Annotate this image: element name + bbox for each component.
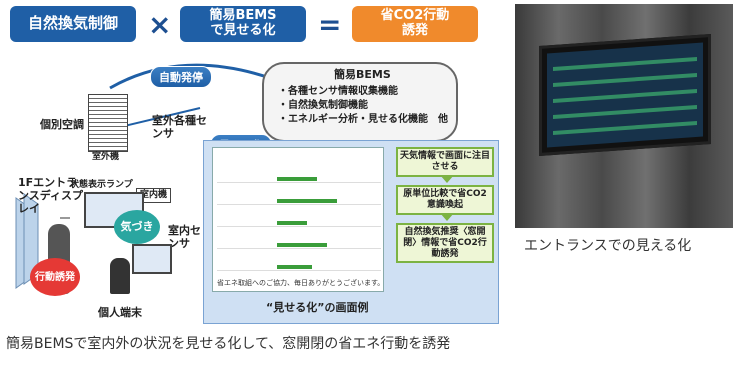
bems-item-1: ・各種センサ情報収集機能 [278, 86, 398, 97]
screen-example-caption: “見せる化”の画面例 [266, 301, 369, 314]
screen-row [217, 210, 381, 227]
screen-row [217, 254, 381, 271]
screen-footer: 省エネ取組へのご協力、毎日ありがとうございます。 [217, 279, 385, 287]
formula-simple-bems-line1: 簡易BEMS [209, 8, 277, 24]
formula-co2-action: 省CO2行動 誘発 [352, 6, 478, 42]
bems-item-3: ・エネルギー分析・見せる化機能 他 [278, 114, 448, 125]
screen-row [217, 232, 381, 249]
formula-simple-bems: 簡易BEMS で見せる化 [180, 6, 306, 42]
arrow-down-icon [440, 175, 454, 183]
weather-info-box: 天気情報で画面に注目させる [396, 147, 494, 177]
worker-icon [110, 258, 130, 294]
formula-co2-action-line1: 省CO2行動 [380, 8, 450, 24]
auto-start-stop-label: 自動発停 [150, 66, 212, 88]
formula-co2-action-line2: 誘発 [401, 23, 428, 38]
indoor-sensor-label: 室内センサ [168, 224, 201, 251]
personal-terminal-icon [132, 244, 172, 274]
display-screen [547, 42, 703, 148]
photo-caption: エントランスでの見える化 [524, 238, 692, 254]
bems-item-2: ・自然換気制御機能 [278, 100, 368, 111]
arrow-down-icon [440, 213, 454, 221]
status-lamp-label: 状態表示ランプ [70, 180, 133, 190]
entrance-display-label: 1Fエントランスディスプレイ [18, 176, 84, 216]
equals-operator: = [318, 8, 342, 41]
screen-example: 省エネ取組へのご協力、毎日ありがとうございます。 [212, 147, 384, 292]
system-diagram: 自動発停 簡易BEMS ・各種センサ情報収集機能 ・自然換気制御機能 ・エネルギ… [0, 48, 500, 324]
personal-terminal-label: 個人端末 [98, 306, 142, 319]
main-caption: 簡易BEMSで室内外の状況を見せる化して、窓開閉の省エネ行動を誘発 [6, 336, 451, 352]
times-operator: × [148, 8, 172, 41]
visualization-panel: 省エネ取組へのご協力、毎日ありがとうございます。 天気情報で画面に注目させる 原… [203, 140, 499, 324]
ventilation-advice-box: 自然換気推奨〈窓開閉〉情報で省CO2行動誘発 [396, 223, 494, 264]
formula-natural-ventilation: 自然換気制御 [10, 6, 136, 42]
display-monitor [539, 33, 711, 157]
outdoor-sensor-label: 室外各種センサ [152, 114, 207, 141]
unit-comparison-box: 原単位比較で省CO2意識喚起 [396, 185, 494, 215]
outdoor-unit-icon [88, 94, 128, 152]
individual-ac-label: 個別空調 [40, 118, 84, 131]
bems-cloud: 簡易BEMS ・各種センサ情報収集機能 ・自然換気制御機能 ・エネルギー分析・見… [262, 62, 458, 142]
action-bubble: 行動誘発 [30, 258, 80, 296]
awareness-bubble: 気づき [114, 210, 160, 244]
outdoor-unit-label: 室外機 [92, 152, 120, 162]
bems-cloud-title: 簡易BEMS [334, 68, 391, 81]
entrance-photo [515, 4, 733, 228]
screen-row [217, 166, 381, 183]
formula-simple-bems-line2: で見せる化 [210, 23, 276, 38]
screen-row [217, 188, 381, 205]
